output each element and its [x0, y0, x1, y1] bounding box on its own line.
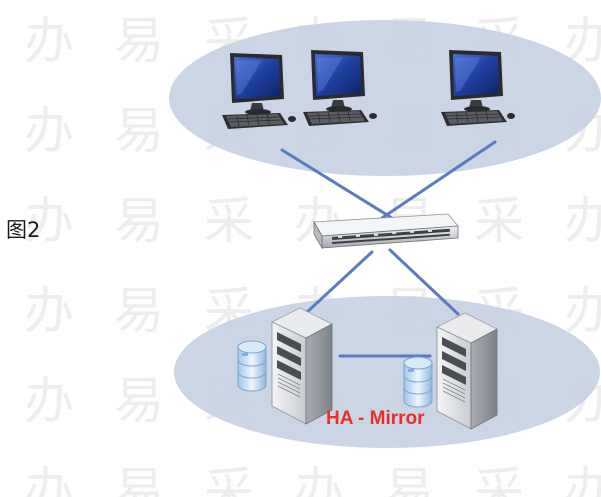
primary-server	[271, 307, 333, 425]
watermark-glyph: 办	[24, 102, 74, 160]
watermark-glyph: 采	[474, 192, 524, 250]
watermark-glyph: 办	[24, 12, 74, 70]
watermark-glyph: 易	[114, 372, 164, 430]
watermark-glyph: 办	[564, 282, 601, 340]
watermark-glyph: 易	[114, 12, 164, 70]
watermark-glyph: 采	[204, 192, 254, 250]
link-client-right	[380, 140, 497, 220]
watermark-glyph: 易	[384, 462, 434, 497]
watermark-glyph: 办	[294, 462, 344, 497]
watermark-glyph: 办	[564, 462, 601, 497]
watermark-glyph: 办	[24, 282, 74, 340]
primary-database-icon	[237, 340, 267, 392]
watermark-glyph: 办	[24, 192, 74, 250]
watermark-glyph: 采	[474, 462, 524, 497]
watermark-glyph: 办	[564, 192, 601, 250]
watermark-glyph: 办	[24, 372, 74, 430]
link-switch-right-server	[388, 248, 460, 316]
watermark-glyph: 办	[24, 462, 74, 497]
link-client-left	[280, 148, 394, 220]
watermark-glyph: 易	[114, 192, 164, 250]
mirror-database-icon	[403, 356, 433, 408]
watermark-glyph: 易	[114, 282, 164, 340]
mirror-server	[436, 312, 498, 430]
watermark-glyph: 采	[204, 462, 254, 497]
network-switch	[313, 213, 459, 250]
watermark-glyph: 易	[114, 102, 164, 160]
watermark-glyph: 易	[114, 462, 164, 497]
ha-mirror-label: HA - Mirror	[326, 408, 425, 429]
figure-label: 图2	[6, 218, 41, 242]
